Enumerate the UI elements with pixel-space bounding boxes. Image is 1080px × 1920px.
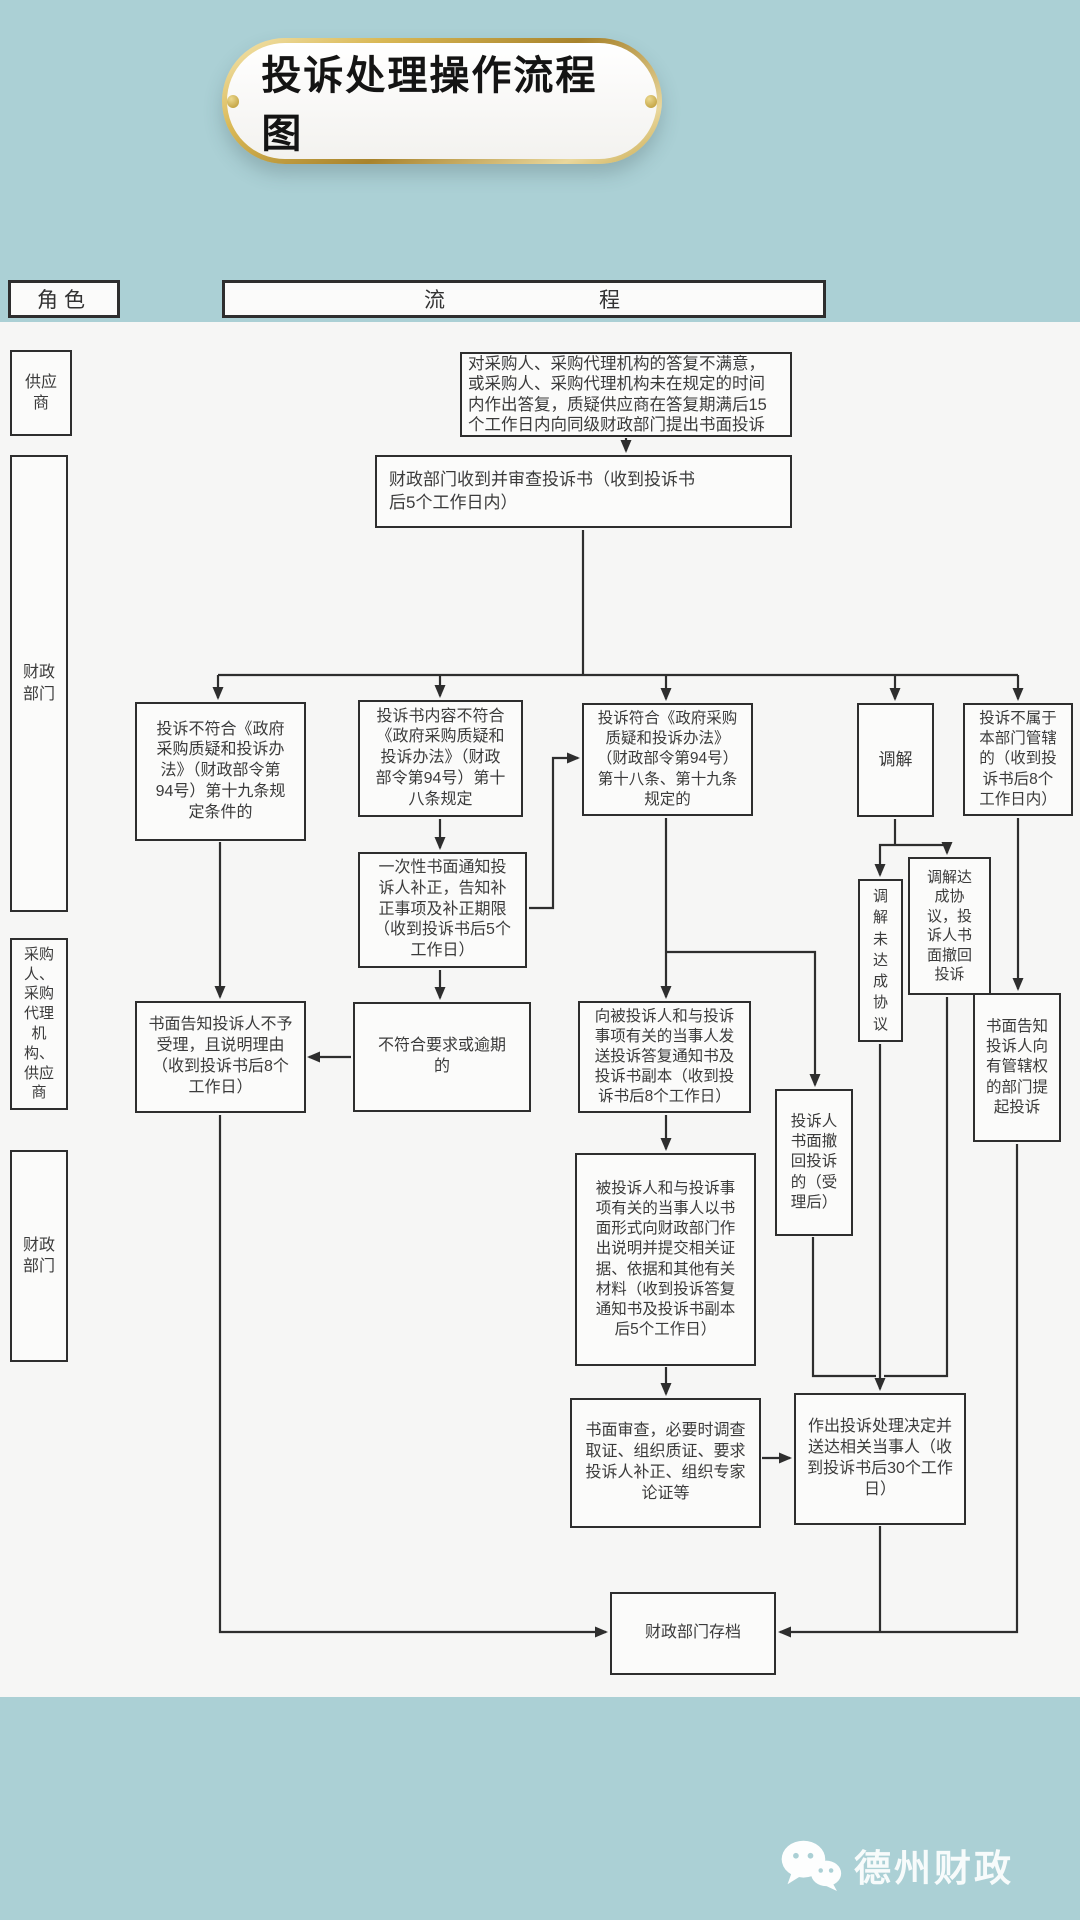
- role-box-finance-lower: 财政 部门: [10, 1150, 68, 1362]
- flow-box-respondent-explain: 被投诉人和与投诉事 项有关的当事人以书 面形式向财政部门作 出说明并提交相关证 …: [575, 1153, 756, 1366]
- flow-box-notify-correction: 一次性书面通知投 诉人补正，告知补 正事项及补正期限 （收到投诉书后5个 工作日…: [358, 852, 527, 968]
- title-pill-inner: 投诉处理操作流程图: [227, 43, 657, 159]
- flow-box-withdraw-after-accept: 投诉人 书面撤 回投诉 的（受 理后）: [775, 1089, 853, 1236]
- flow-box-archive: 财政部门存档: [610, 1592, 776, 1675]
- brand-name: 德州财政: [854, 1848, 1014, 1889]
- title-banner: 投诉处理操作流程图: [222, 38, 662, 164]
- brand-watermark: 德州财政: [780, 1838, 1014, 1892]
- flow-box-written-review: 书面审查，必要时调查 取证、组织质证、要求 投诉人补正、组织专家 论证等: [570, 1398, 761, 1528]
- gold-dot-left-icon: [227, 94, 240, 108]
- flow-header-char-2: 程: [599, 289, 624, 312]
- top-banner-band: 投诉处理操作流程图: [0, 0, 1080, 322]
- flowchart-area: 角色 流 程 供应 商 财政 部门 采购 人、 采购 代理 机 构、 供应 商 …: [0, 280, 1080, 1697]
- flow-box-mediation-fail: 调 解 未 达 成 协 议: [858, 879, 903, 1042]
- bottom-band: 德州财政: [0, 1697, 1080, 1920]
- flow-box-not-meet-conditions: 投诉不符合《政府 采购质疑和投诉办 法》（财政部令第 94号）第十九条规 定条件…: [135, 702, 306, 841]
- flow-box-submit-complaint: 对采购人、采购代理机构的答复不满意， 或采购人、采购代理机构未在规定的时间 内作…: [460, 352, 792, 437]
- flow-header-char-1: 流: [424, 289, 449, 312]
- flow-connectors: [212, 438, 1024, 1638]
- flow-box-send-reply-notice: 向被投诉人和与投诉 事项有关的当事人发 送投诉答复通知书及 投诉书副本（收到投 …: [578, 1001, 751, 1113]
- gold-dot-right-icon: [644, 94, 657, 108]
- flow-box-mediation-success-withdraw: 调解达 成协 议，投 诉人书 面撤回 投诉: [908, 857, 991, 995]
- role-box-finance-upper: 财政 部门: [10, 455, 68, 912]
- flow-box-content-not-conform: 投诉书内容不符合 《政府采购质疑和 投诉办法》（财政 部令第94号）第十 八条规…: [358, 700, 523, 817]
- flow-box-not-meet-or-overdue: 不符合要求或逾期 的: [353, 1002, 531, 1112]
- role-column-header: 角色: [8, 280, 120, 318]
- flow-box-notify-jurisdiction: 书面告知 投诉人向 有管辖权 的部门提 起投诉: [973, 993, 1061, 1142]
- page-title: 投诉处理操作流程图: [261, 54, 598, 156]
- flow-box-decision: 作出投诉处理决定并 送达相关当事人（收 到投诉书后30个工作 日）: [794, 1393, 966, 1525]
- role-box-purchaser-group: 采购 人、 采购 代理 机 构、 供应 商: [10, 938, 68, 1110]
- role-box-supplier: 供应 商: [10, 350, 72, 436]
- flow-box-not-jurisdiction: 投诉不属于 本部门管辖 的（收到投 诉书后8个 工作日内）: [963, 703, 1073, 816]
- flow-box-complaint-conforms: 投诉符合《政府采购 质疑和投诉办法》 （财政部令第94号） 第十八条、第十九条 …: [582, 703, 753, 816]
- flow-box-reject-notice: 书面告知投诉人不予 受理，且说明理由 （收到投诉书后8个 工作日）: [135, 1001, 306, 1113]
- flow-box-receive-review: 财政部门收到并审查投诉书（收到投诉书 后5个工作日内）: [375, 455, 792, 528]
- flow-column-header: 流 程: [222, 280, 826, 318]
- flow-box-mediation: 调解: [857, 703, 934, 817]
- wechat-icon: [781, 1840, 842, 1891]
